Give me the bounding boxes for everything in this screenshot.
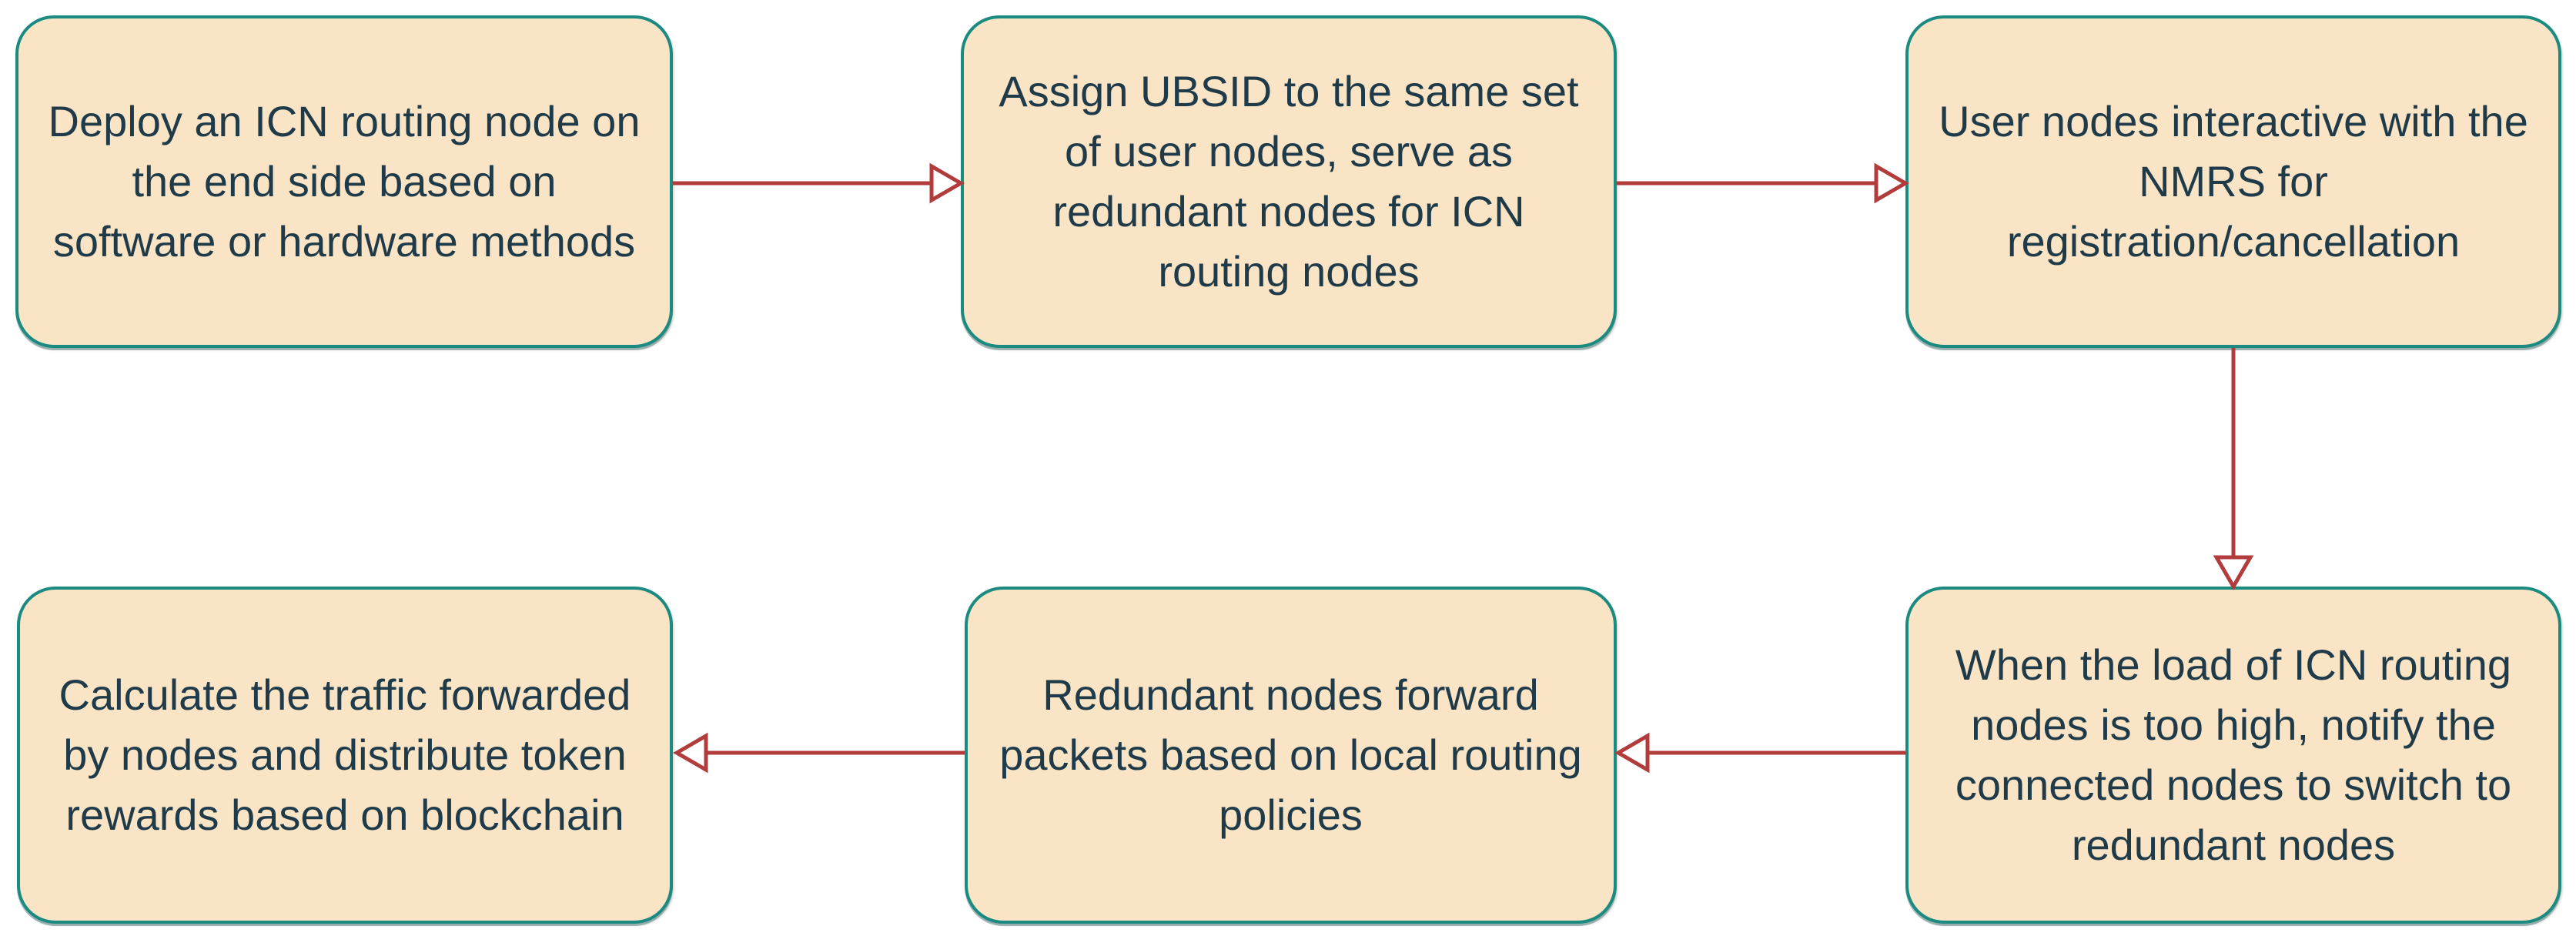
arrow-assign-to-interact [1617,162,1909,204]
arrow-deploy-to-assign [673,162,965,204]
arrow-notify-to-forward [1614,732,1905,774]
arrow-interact-to-notify [2213,348,2254,590]
arrow-forward-to-reward [673,732,965,774]
